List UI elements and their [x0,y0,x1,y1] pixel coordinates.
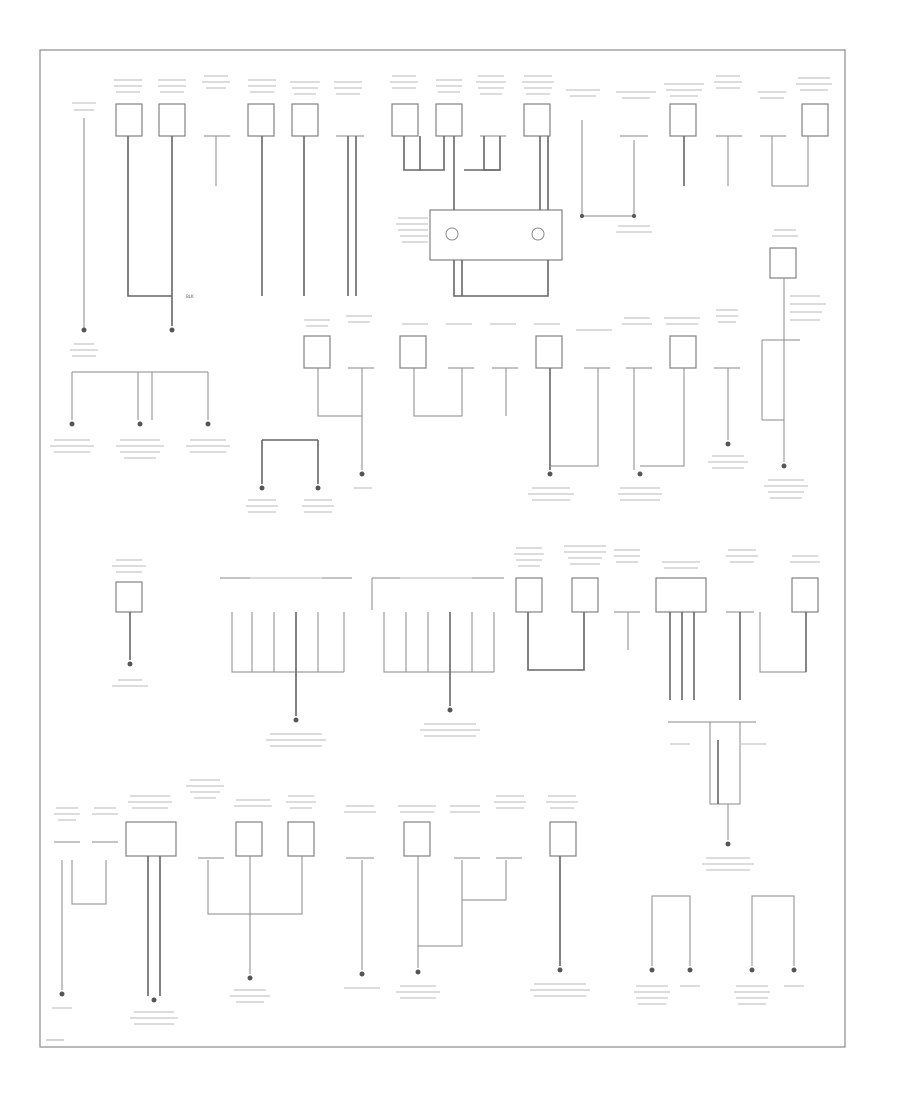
row3-wires [127,612,807,847]
diagram-frame [39,49,846,1048]
ground-label-marks [50,217,808,1025]
row1-components [72,75,832,137]
component-box [523,103,551,137]
wire-label-blk: BLK [186,294,194,299]
row2-components [303,309,740,369]
component-box [115,103,143,137]
component-box [247,103,275,137]
splice-block [429,209,563,261]
right-relay-group [761,229,826,469]
row1-wires: BLK [69,118,809,427]
component-box [391,103,419,137]
row1-label-marks [72,75,832,111]
component-box [801,103,829,137]
component-box [435,103,463,137]
row3-components [112,545,820,613]
component-box [291,103,319,137]
component-box [158,103,186,137]
row4-components [54,779,578,859]
component-box [669,103,697,137]
row2-wires [259,368,731,491]
row4-wires [59,856,797,1003]
